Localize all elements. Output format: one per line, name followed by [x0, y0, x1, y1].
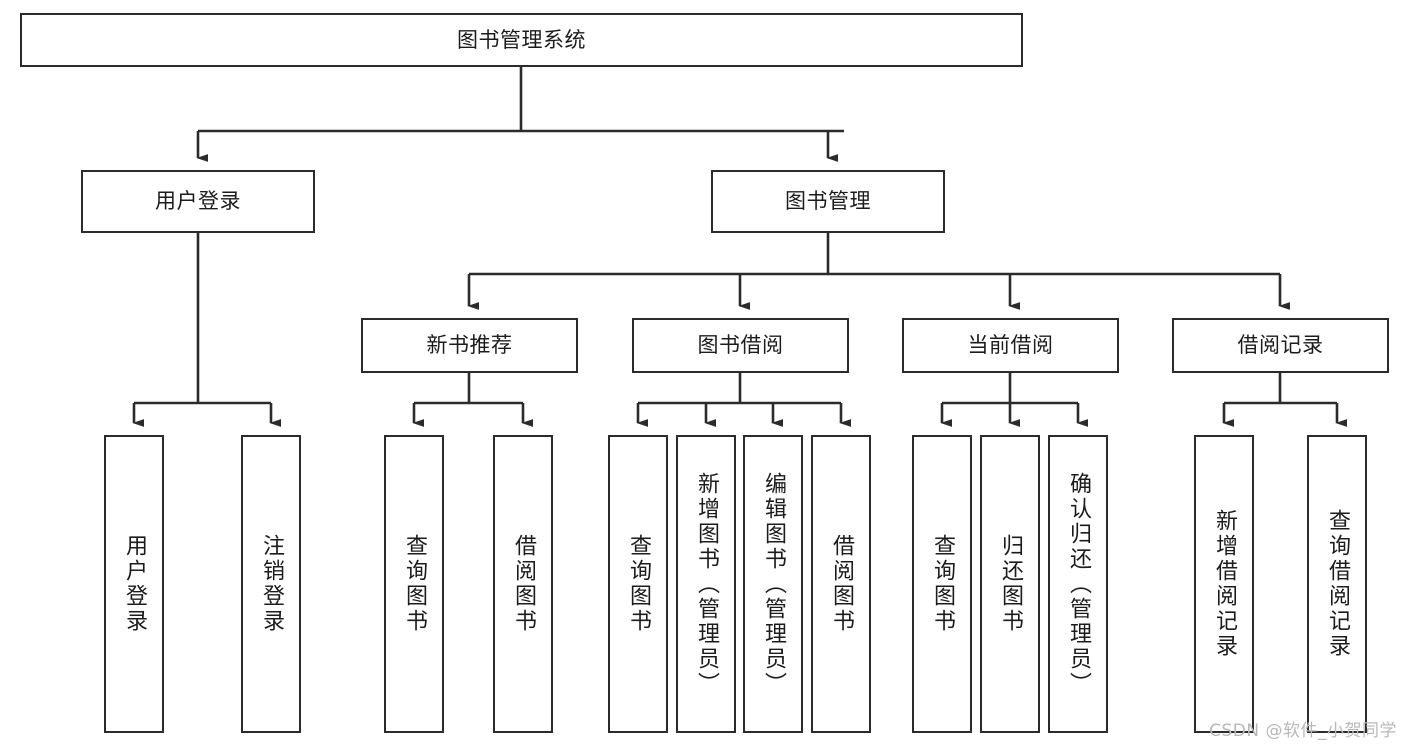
node-label: 查询图书: [930, 534, 955, 634]
node-leaf-current-borrow-return-book[interactable]: 归还图书: [980, 435, 1040, 733]
node-leaf-borrow-record-add-record[interactable]: 新增借阅记录: [1194, 435, 1254, 733]
node-label: 查询借阅记录: [1325, 509, 1350, 659]
node-label: 图书管理系统: [457, 27, 586, 52]
node-label: 注销登录: [259, 534, 284, 634]
node-label: 用户登录: [122, 534, 147, 634]
node-label: 图书借阅: [697, 333, 784, 358]
node-leaf-new-book-query-book[interactable]: 查询图书: [384, 435, 444, 733]
node-label: 新书推荐: [426, 333, 513, 358]
node-leaf-new-book-borrow-book[interactable]: 借阅图书: [493, 435, 553, 733]
node-label: 查询图书: [402, 534, 427, 634]
node-leaf-book-borrow-borrow-book[interactable]: 借阅图书: [811, 435, 871, 733]
node-label: 借阅图书: [829, 534, 854, 634]
node-borrow-record[interactable]: 借阅记录: [1172, 318, 1389, 373]
node-label: 查询图书: [626, 534, 651, 634]
node-label: 新增借阅记录: [1212, 509, 1237, 659]
node-user-login[interactable]: 用户登录: [81, 170, 315, 233]
node-label: 新增图书（管理员）: [694, 471, 719, 697]
node-label: 用户登录: [155, 189, 241, 214]
node-current-borrow[interactable]: 当前借阅: [902, 318, 1119, 373]
node-label: 当前借阅: [967, 333, 1054, 358]
node-leaf-current-borrow-query-book[interactable]: 查询图书: [912, 435, 972, 733]
node-leaf-current-borrow-confirm-return-admin[interactable]: 确认归还（管理员）: [1048, 435, 1108, 733]
node-leaf-borrow-record-query-record[interactable]: 查询借阅记录: [1307, 435, 1367, 733]
node-new-book-recommend[interactable]: 新书推荐: [361, 318, 578, 373]
node-leaf-book-borrow-add-book-admin[interactable]: 新增图书（管理员）: [676, 435, 736, 733]
node-book-borrow[interactable]: 图书借阅: [632, 318, 849, 373]
node-book-management[interactable]: 图书管理: [711, 170, 945, 233]
node-root-book-management-system[interactable]: 图书管理系统: [20, 13, 1023, 67]
node-leaf-book-borrow-query-book[interactable]: 查询图书: [608, 435, 668, 733]
node-label: 图书管理: [785, 189, 871, 214]
node-label: 确认归还（管理员）: [1066, 471, 1091, 697]
node-label: 借阅记录: [1237, 333, 1324, 358]
node-label: 编辑图书（管理员）: [761, 471, 786, 697]
node-leaf-user-login-signout[interactable]: 注销登录: [241, 435, 301, 733]
node-leaf-book-borrow-edit-book-admin[interactable]: 编辑图书（管理员）: [743, 435, 803, 733]
node-label: 归还图书: [998, 534, 1023, 634]
node-leaf-user-login-signin[interactable]: 用户登录: [104, 435, 164, 733]
node-label: 借阅图书: [511, 534, 536, 634]
